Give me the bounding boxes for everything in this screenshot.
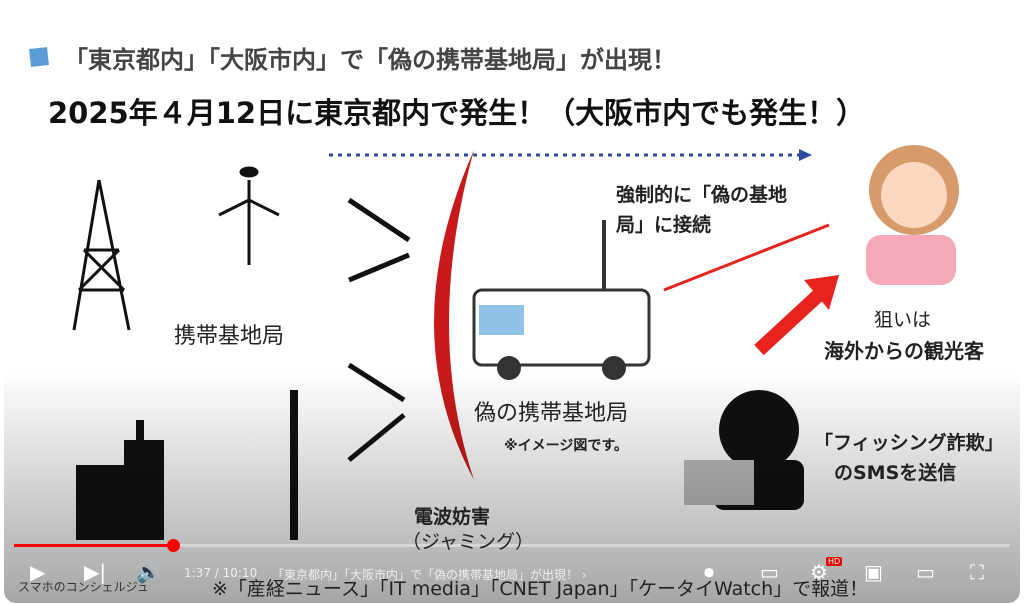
theater-mode-icon[interactable]: ▭ bbox=[916, 560, 935, 584]
time-display: 1:37 / 10:10 bbox=[184, 566, 258, 580]
antenna-icon bbox=[218, 166, 280, 265]
target-line1: 狙いは bbox=[874, 309, 932, 331]
chapter-title[interactable]: 「東京都内」「大阪市内」で「偽の携帯基地局」が出現！ › bbox=[272, 568, 587, 582]
miniplayer-icon[interactable]: ▣ bbox=[864, 560, 883, 584]
progress-bar[interactable] bbox=[14, 544, 1010, 547]
next-icon[interactable]: ▶| bbox=[84, 560, 107, 584]
target-line2: 海外からの観光客 bbox=[824, 339, 984, 363]
slide-heading: 「東京都内」「大阪市内」で「偽の携帯基地局」が出現！ bbox=[64, 46, 676, 74]
volume-icon[interactable]: 🔊 bbox=[136, 560, 161, 584]
progress-scrubber[interactable] bbox=[167, 539, 181, 552]
hd-badge: HD bbox=[826, 557, 843, 566]
tower-icon bbox=[72, 179, 131, 331]
autoplay-toggle-icon[interactable]: ⏺ bbox=[704, 560, 714, 584]
channel-logo: スマホのコンシェルジュ bbox=[18, 580, 149, 594]
jamming-line2: （ジャミング） bbox=[402, 531, 535, 553]
truck-icon bbox=[472, 220, 651, 380]
settings-icon[interactable]: ⚙ bbox=[810, 560, 828, 584]
phishing-line2: のSMSを送信 bbox=[834, 462, 957, 484]
tourist-icon bbox=[866, 145, 959, 285]
play-icon[interactable]: ▶ bbox=[30, 560, 46, 584]
arrows-black bbox=[347, 197, 411, 462]
image-note: ※イメージ図です。 bbox=[504, 438, 628, 454]
video-player[interactable]: 「東京都内」「大阪市内」で「偽の携帯基地局」が出現！ 2025年４月12日に東京… bbox=[4, 0, 1020, 603]
jamming-wall bbox=[434, 150, 474, 480]
footnote: ※「産経ニュース」「IT media」「CNET Japan」「ケータイWatc… bbox=[212, 578, 869, 600]
progress-fill bbox=[14, 544, 174, 547]
subtitles-icon[interactable]: ▭ bbox=[760, 560, 779, 584]
base-station-label: 携帯基地局 bbox=[174, 324, 285, 349]
jamming-line1: 電波妨害 bbox=[414, 506, 491, 528]
diagram-illustration bbox=[72, 145, 959, 540]
fullscreen-icon[interactable]: ⛶ bbox=[970, 560, 984, 584]
phishing-line1: 「フィッシング詐欺」 bbox=[814, 432, 1004, 454]
double-arrow-red bbox=[663, 223, 830, 292]
heading-bullet-icon bbox=[29, 47, 49, 67]
slide-subheading: 2025年４月12日に東京都内で発生！（大阪市内でも発生！） bbox=[48, 96, 866, 130]
fake-station-label: 偽の携帯基地局 bbox=[474, 401, 629, 426]
controls-gradient bbox=[4, 370, 1020, 603]
hacker-icon bbox=[684, 390, 804, 510]
forced-connection-label: 強制的に「偽の基地局」に接続 bbox=[616, 184, 788, 236]
arrow-red bbox=[754, 284, 829, 356]
building-icon bbox=[76, 420, 164, 540]
